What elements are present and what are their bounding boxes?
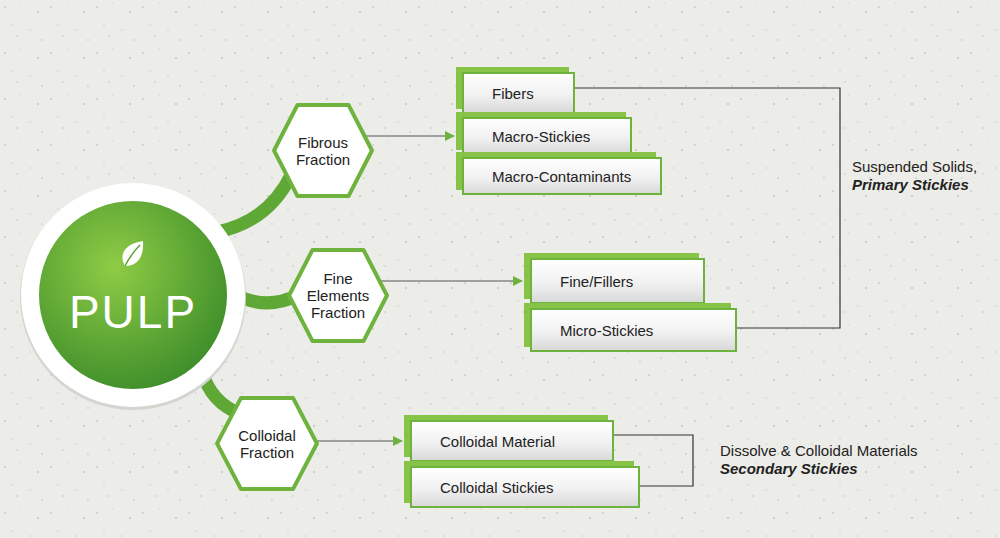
note-label: Primary Stickies [852,176,969,193]
fraction-hexagon: Fibrous Fraction [272,103,374,198]
item-label: Colloidal Material [440,433,555,450]
note-label: Suspended Solids, [852,158,977,175]
item-label: Fibers [492,85,534,102]
item-label: Macro-Stickies [492,128,590,145]
pulp-circle: PULP [18,180,248,410]
item-box: Fine/Fillers [530,258,705,304]
fraction-hexagon: Fine Elements Fraction [287,248,389,343]
arrow-connector [365,135,454,136]
item-label: Fine/Fillers [560,273,633,290]
item-label: Macro-Contaminants [492,168,631,185]
note-label: Dissolve & Colloidal Materials [720,442,918,459]
arrow-connector [317,440,402,441]
fraction-label: Fine Elements Fraction [299,270,377,321]
fraction-hexagon: Colloidal Fraction [215,396,319,491]
item-box: Macro-Stickies [462,117,632,155]
item-label: Colloidal Stickies [440,479,553,496]
note-label: Secondary Stickies [720,460,858,477]
pulp-label: PULP [69,285,197,339]
item-box: Colloidal Material [410,420,614,462]
item-box: Macro-Contaminants [462,157,662,195]
item-box: Colloidal Stickies [410,466,640,508]
fraction-label: Fibrous Fraction [284,134,362,168]
item-box: Micro-Stickies [530,308,737,352]
ribbon-connector [215,175,291,233]
item-label: Micro-Stickies [560,322,653,339]
arrow-connector [380,280,522,281]
fraction-label: Colloidal Fraction [228,427,306,461]
item-box: Fibers [462,72,575,114]
